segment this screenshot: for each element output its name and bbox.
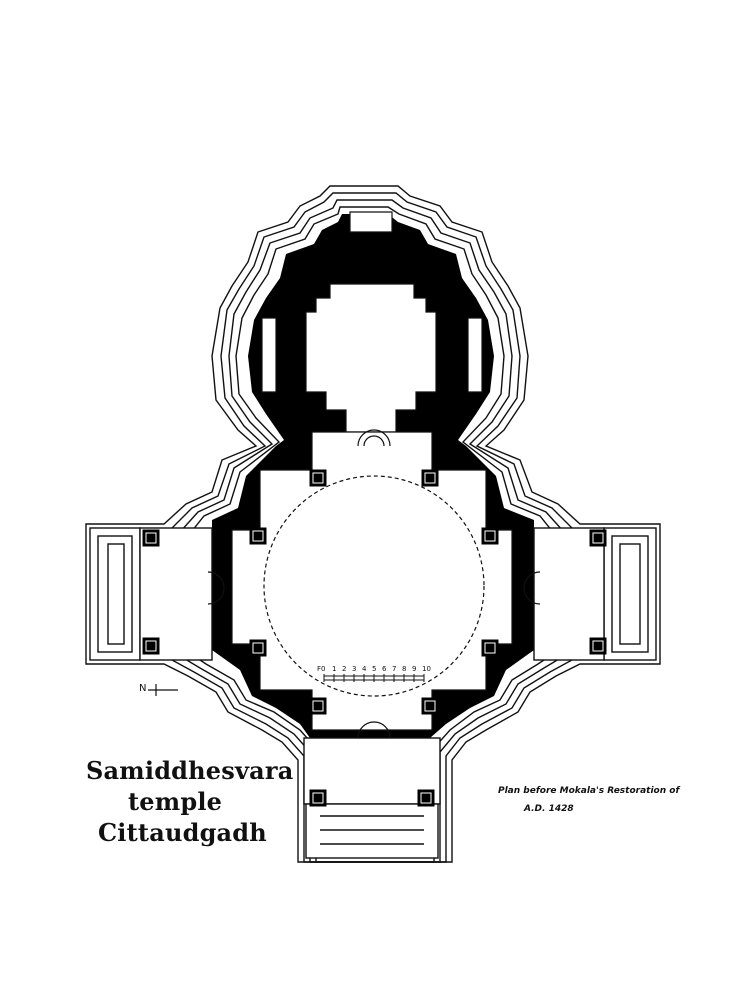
- plan-note-line-1: Plan before Mokala's Restoration of: [498, 786, 680, 796]
- scale-tick-label: 7: [392, 665, 396, 673]
- scale-tick-label: 3: [352, 665, 356, 673]
- scale-tick-label: 6: [382, 665, 387, 673]
- north-label: N: [139, 683, 147, 694]
- plinth-outline: [85, 185, 661, 863]
- scale-zero-label: F0: [317, 665, 325, 673]
- scale-tick-label: 2: [342, 665, 346, 673]
- plan-note-line-2: A.D. 1428: [524, 804, 574, 814]
- pillars: [142, 469, 607, 807]
- door-arches: [207, 429, 541, 739]
- scale-tick-label: 1: [332, 665, 336, 673]
- scale-tick-label: 4: [362, 665, 367, 673]
- title-line-3: Cittaudgadh: [98, 818, 267, 847]
- scale-tick-label: 10: [422, 665, 431, 673]
- title-line-2: temple: [128, 787, 223, 816]
- title-line-1: Samiddhesvara: [86, 756, 294, 785]
- scale-tick-label: 8: [402, 665, 406, 673]
- interior-spaces: [231, 211, 513, 731]
- north-arrow: [148, 684, 178, 696]
- scale-tick-label: 9: [412, 665, 416, 673]
- dome-circle: [263, 475, 485, 697]
- scale-tick-label: 5: [372, 665, 376, 673]
